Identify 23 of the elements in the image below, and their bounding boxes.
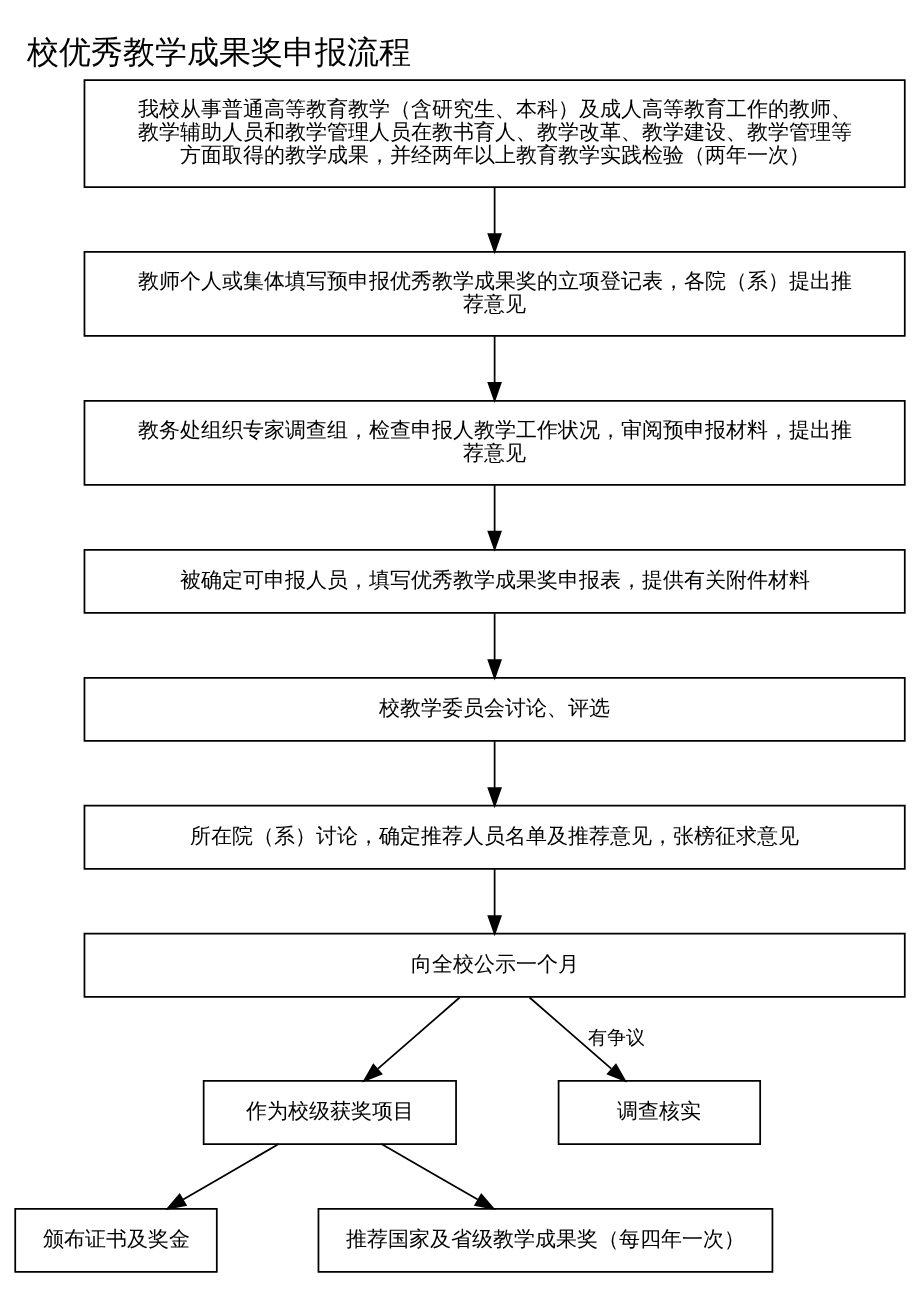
arrow (528, 996, 628, 1083)
diagram-title: 校优秀教学成果奖申报流程 (27, 34, 412, 71)
node-box: 校教学委员会讨论、评选 (83, 676, 906, 742)
arrow (487, 612, 502, 681)
node-box: 向全校公示一个月 (83, 932, 906, 998)
node-box: 被确定可申报人员，填写优秀教学成果奖申报表，提供有关附件材料 (83, 548, 906, 614)
arrow (487, 868, 502, 937)
arrow (487, 484, 502, 552)
node-box: 教务处组织专家调查组，检查申报人教学工作状况，审阅预申报材料，提出推荐意见 (83, 399, 906, 486)
edge-label: 有争议 (587, 1025, 645, 1049)
arrow (487, 740, 502, 809)
node-box: 作为校级获奖项目 (202, 1080, 457, 1145)
node-box: 颁布证书及奖金 (14, 1208, 218, 1273)
arrow (165, 1143, 280, 1211)
node-box: 教师个人或集体填写预申报优秀教学成果奖的立项登记表，各院（系）提出推荐意见 (83, 251, 906, 337)
arrow (487, 186, 502, 255)
arrow (487, 335, 502, 403)
arrow (362, 996, 461, 1083)
node-box: 调查核实 (557, 1080, 762, 1145)
arrow (380, 1143, 496, 1211)
node-box: 我校从事普通高等教育教学（含研究生、本科）及成人高等教育工作的教师、教学辅助人员和教学管理人员在教书育人、教学改革、教学建设、教学管理等方面取得的教学成果，并经两年以上教育教学实践检验（两年一次） (83, 79, 906, 188)
node-box: 所在院（系）讨论，确定推荐人员名单及推荐意见，张榜征求意见 (83, 804, 906, 870)
node-box: 推荐国家及省级教学成果奖（每四年一次） (317, 1208, 774, 1273)
